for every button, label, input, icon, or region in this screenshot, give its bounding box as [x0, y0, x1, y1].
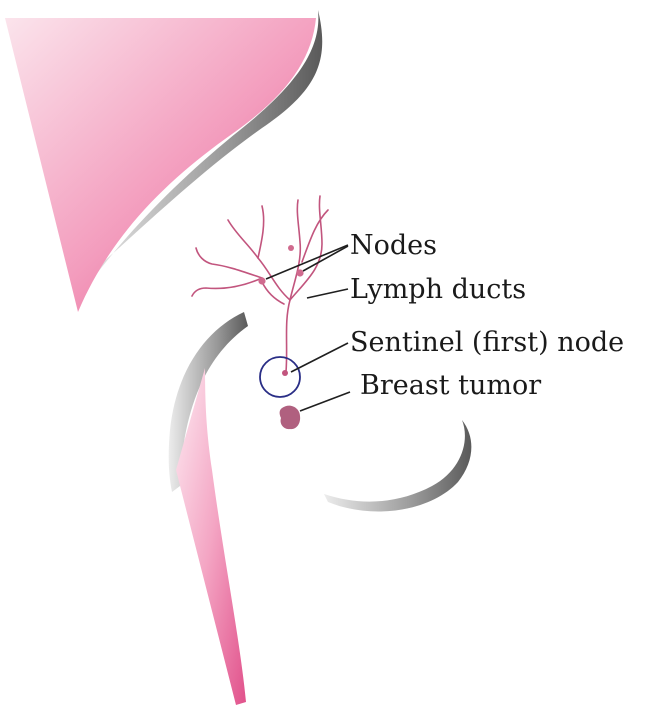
upper-arm-skin — [5, 18, 316, 312]
label-lymph-ducts: Lymph ducts — [350, 274, 526, 305]
lymph-duct-far-left — [196, 248, 262, 278]
lymph-duct-lower-left — [192, 278, 262, 296]
leader-sentinel-node — [291, 343, 348, 372]
breast-tumor-shape — [280, 406, 301, 430]
lymph-duct-trunk — [286, 200, 300, 372]
lymph-node-1 — [258, 277, 265, 284]
upper-arm-shape — [5, 10, 322, 312]
label-sentinel-node: Sentinel (first) node — [350, 327, 624, 358]
torso-shape — [169, 312, 248, 705]
breast-outline-shadow — [324, 420, 471, 512]
leader-lymph-ducts — [307, 289, 348, 298]
sentinel-node-dot — [282, 370, 288, 376]
label-nodes: Nodes — [350, 230, 437, 261]
leader-nodes-b — [303, 246, 348, 271]
lymph-duct-left-upper — [258, 206, 264, 258]
lymph-node-3 — [288, 245, 294, 251]
label-breast-tumor: Breast tumor — [360, 370, 541, 401]
leader-breast-tumor — [300, 392, 350, 411]
lymph-duct-left — [228, 220, 290, 300]
lymph-duct-to-node — [262, 282, 284, 304]
lymph-node-2 — [296, 269, 303, 276]
sentinel-node-circle — [260, 357, 300, 397]
